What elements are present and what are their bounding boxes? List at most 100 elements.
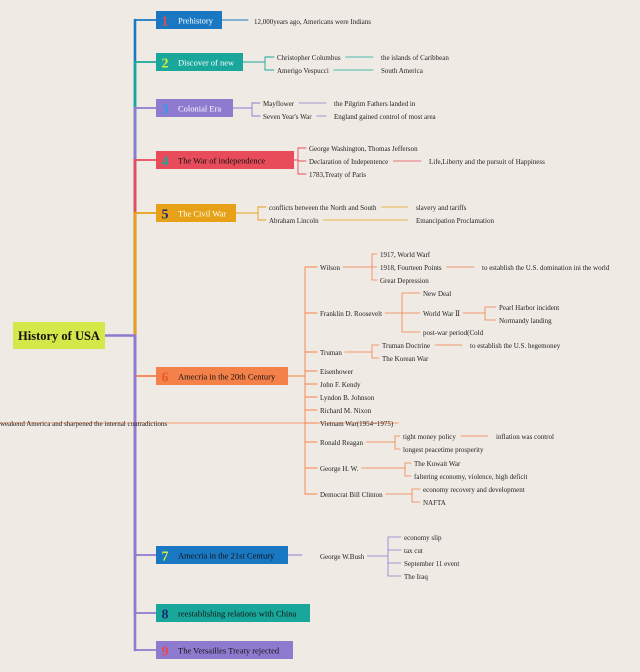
topic-node[interactable]: Seven Year's War (263, 113, 312, 121)
topic-node[interactable]: Christopher Columbus (277, 54, 341, 62)
subtopic-label: 1918, Fourteen Points (380, 264, 442, 272)
topic-node[interactable]: Eisenhower (320, 368, 354, 376)
subtopic-node[interactable]: tax cut (404, 547, 423, 555)
subtopic-node[interactable]: Truman Doctrine (382, 342, 430, 350)
topic-node[interactable]: Ronald Reagan (320, 439, 363, 447)
subtopic-node[interactable]: England gained control of most area (334, 113, 437, 121)
topic-label: Richard M. Nixon (320, 407, 372, 415)
subtopic-node[interactable]: NAFTA (423, 499, 446, 507)
topic-node[interactable]: Franklin D. Roosevelt (320, 310, 382, 318)
topic-node[interactable]: Vietnam War(1954~1975) (320, 420, 394, 428)
subtopic-label: the islands of Caribbean (381, 54, 449, 62)
branch-number: 2 (162, 57, 169, 72)
topic-label: 1783,Treaty of Paris (309, 171, 366, 179)
topic-node[interactable]: Lyndon B. Johnson (320, 394, 375, 402)
subtopic-node[interactable]: September 11 event (404, 560, 459, 568)
detail-node[interactable]: inflation was control (496, 433, 554, 441)
subtopic-node[interactable]: Great Depression (380, 277, 429, 285)
topic-node[interactable]: Mayflower (263, 100, 295, 108)
subtopic-node[interactable]: tight money policy (403, 433, 456, 441)
subtopic-label: weakend America and sharpened the intern… (0, 420, 167, 428)
connectors (0, 18, 497, 652)
topic-node[interactable]: Democrat Bill Clinton (320, 491, 383, 499)
subtopic-node[interactable]: Life,Liberty and the pursuit of Happines… (429, 158, 545, 166)
subtopic-node[interactable]: World War Ⅱ (423, 310, 460, 318)
topic-label: Lyndon B. Johnson (320, 394, 375, 402)
subtopic-node[interactable]: the Pilgrim Fathers landed in (334, 100, 416, 108)
branch-label: Prehistory (178, 16, 214, 26)
subtopic-node[interactable]: the islands of Caribbean (381, 54, 449, 62)
topic-label: Ronald Reagan (320, 439, 363, 447)
subtopic-label: slavery and tariffs (416, 204, 467, 212)
subtopic-node[interactable]: weakend America and sharpened the intern… (0, 420, 167, 428)
branch-number: 9 (162, 645, 169, 660)
topic-node[interactable]: Truman (320, 349, 342, 357)
subtopic-label: Truman Doctrine (382, 342, 430, 350)
topic-node[interactable]: 1783,Treaty of Paris (309, 171, 366, 179)
topic-node[interactable]: Richard M. Nixon (320, 407, 372, 415)
topic-node[interactable]: conflicts between the North and South (269, 204, 377, 212)
subtopic-node[interactable]: 1918, Fourteen Points (380, 264, 442, 272)
topic-label: Vietnam War(1954~1975) (320, 420, 394, 428)
topic-label: 12,000years ago, Americans were Indians (254, 18, 371, 26)
topic-label: Abraham Lincoln (269, 217, 319, 225)
branch-number: 8 (162, 608, 169, 623)
root-node[interactable]: History of USA (13, 322, 105, 349)
subtopic-node[interactable]: The Korean War (382, 355, 429, 363)
subtopic-node[interactable]: slavery and tariffs (416, 204, 467, 212)
subtopic-node[interactable]: New Deal (423, 290, 451, 298)
subtopic-node[interactable]: faltering economy, violence, high defici… (414, 473, 528, 481)
topic-node[interactable]: George H. W. (320, 465, 359, 473)
subtopic-label: post-war period(Cold (423, 329, 484, 337)
topic-node[interactable]: George W.Bush (320, 553, 365, 561)
subtopic-label: South America (381, 67, 424, 75)
subtopic-node[interactable]: 1917, World Warf (380, 251, 431, 259)
detail-node[interactable]: to establish the U.S. hegemoney (470, 342, 561, 350)
subtopic-label: longest peacetime prosperity (403, 446, 484, 454)
detail-node[interactable]: Pearl Harbor incident (499, 304, 559, 312)
branch-label: Amecria in the 21st Century (178, 551, 275, 561)
subtopic-label: England gained control of most area (334, 113, 437, 121)
subtopic-label: September 11 event (404, 560, 459, 568)
subtopic-label: faltering economy, violence, high defici… (414, 473, 528, 481)
topic-label: conflicts between the North and South (269, 204, 377, 212)
topic-node[interactable]: Amerigo Vespucci (277, 67, 329, 75)
subtopic-node[interactable]: economy slip (404, 534, 442, 542)
topic-node[interactable]: John F. Kendy (320, 381, 361, 389)
subtopic-label: Emancipation Proclamation (416, 217, 494, 225)
topic-node[interactable]: Abraham Lincoln (269, 217, 319, 225)
topic-label: Mayflower (263, 100, 295, 108)
subtopic-node[interactable]: Emancipation Proclamation (416, 217, 494, 225)
subtopic-node[interactable]: The Iraq (404, 573, 428, 581)
topic-label: Democrat Bill Clinton (320, 491, 383, 499)
subtopic-node[interactable]: post-war period(Cold (423, 329, 484, 337)
subtopic-node[interactable]: The Kuwait War (414, 460, 461, 468)
topic-node[interactable]: Declaration of Indepentence (309, 158, 388, 166)
detail-label: Normandy landing (499, 317, 552, 325)
topic-node[interactable]: Wilson (320, 264, 340, 272)
subtopic-node[interactable]: longest peacetime prosperity (403, 446, 484, 454)
branch-number: 3 (162, 103, 169, 118)
subtopic-label: The Kuwait War (414, 460, 461, 468)
subtopic-node[interactable]: economy recovery and development (423, 486, 525, 494)
detail-node[interactable]: Normandy landing (499, 317, 552, 325)
subtopic-label: The Korean War (382, 355, 429, 363)
subtopic-label: tight money policy (403, 433, 456, 441)
detail-node[interactable]: to establish the U.S. domination ini the… (482, 264, 610, 272)
topic-node[interactable]: George Washington, Thomas Jefferson (309, 145, 418, 153)
subtopic-node[interactable]: South America (381, 67, 424, 75)
topic-node[interactable]: 12,000years ago, Americans were Indians (254, 18, 371, 26)
topic-label: George H. W. (320, 465, 359, 473)
detail-label: inflation was control (496, 433, 554, 441)
subtopic-label: Great Depression (380, 277, 429, 285)
